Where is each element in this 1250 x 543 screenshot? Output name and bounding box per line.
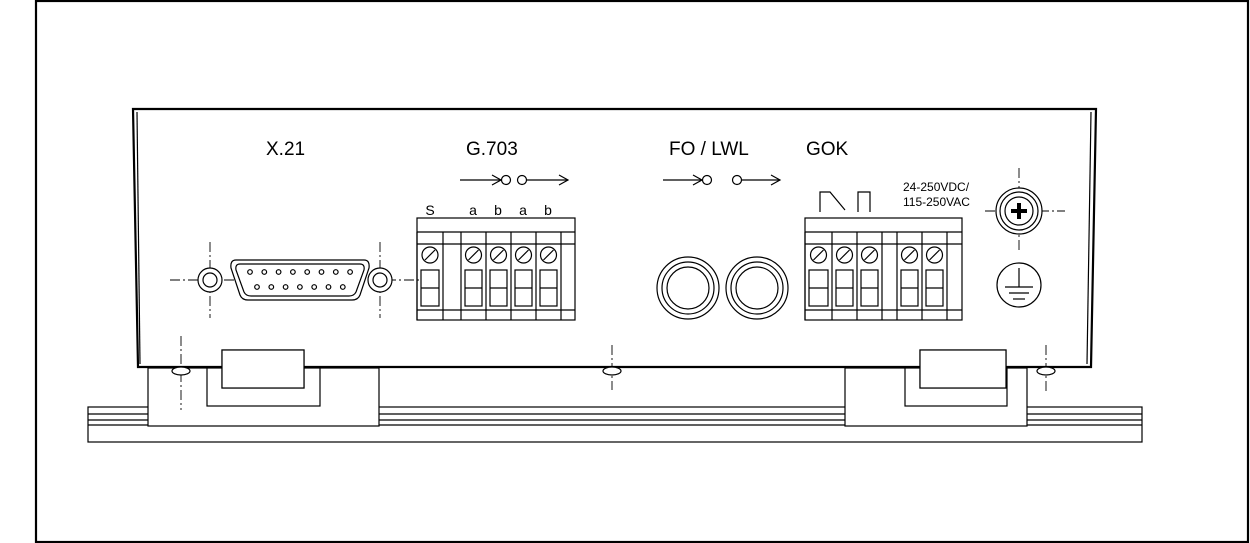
label-fo-lwl: FO / LWL [669, 139, 749, 160]
terminal-screw [925, 246, 944, 264]
terminal-screw-slot [929, 249, 940, 261]
terminal-screw [514, 246, 533, 264]
dsub-pin [304, 269, 311, 275]
dsub-pin [332, 269, 339, 275]
device-housing [131, 107, 1098, 389]
terminal-screw [539, 246, 558, 264]
fo-signal-symbol [663, 174, 782, 186]
dsub-pin [268, 284, 275, 290]
terminal-screw-slot [493, 249, 504, 261]
g703-terminal-label: a [469, 202, 477, 218]
g703-terminal-label: b [494, 202, 502, 218]
terminal-screw-slot [424, 249, 436, 261]
label-power-ac: 115-250VAC [903, 195, 970, 209]
g703-terminal-label: a [519, 202, 527, 218]
dsub-pin [311, 284, 318, 290]
terminal-screw [835, 246, 854, 264]
dsub-pin [325, 284, 332, 290]
terminal-screw [809, 246, 828, 264]
label-x21: X.21 [266, 139, 305, 160]
fo-optical-connector-tx [656, 256, 720, 320]
terminal-screw-slot [543, 249, 554, 261]
label-power-dc: 24-250VDC/ [903, 180, 970, 194]
terminal-screw-slot [864, 249, 875, 261]
g703-signal-symbol [460, 174, 570, 186]
terminal-screw [421, 246, 439, 264]
dsub-pin [261, 269, 268, 275]
dsub-pin [254, 284, 260, 290]
protective-earth-icon [996, 262, 1042, 308]
fo-optical-connector-rx [725, 256, 789, 320]
earth-screw [985, 168, 1065, 252]
x21-dsub-connector [170, 242, 420, 318]
dsub-pin [282, 284, 289, 290]
dsub-pin [347, 269, 354, 275]
terminal-screw-slot [468, 249, 479, 261]
terminal-screw-slot [813, 249, 824, 261]
dsub-pin [318, 269, 325, 275]
drawing-frame [34, 0, 1250, 543]
terminal-screw-slot [839, 249, 850, 261]
terminal-screw [489, 246, 508, 264]
g703-terminal-label: S [425, 202, 434, 218]
dsub-pin [297, 284, 303, 290]
terminal-screw [900, 246, 919, 264]
dsub-pin [275, 269, 282, 275]
g703-terminal-label: b [544, 202, 552, 218]
dsub-pin [339, 284, 346, 290]
dsub-pin [290, 269, 296, 275]
label-gok: GOK [806, 139, 849, 160]
dsub-pin [247, 269, 253, 275]
gok-relay-contact-icon [819, 191, 871, 212]
terminal-screw [860, 246, 879, 264]
label-g703: G.703 [466, 139, 518, 160]
housing-screws [171, 336, 1056, 410]
terminal-screw [464, 246, 483, 264]
terminal-screw-slot [904, 249, 915, 261]
gok-power-terminal-block [804, 217, 963, 321]
terminal-screw-slot [518, 249, 529, 261]
